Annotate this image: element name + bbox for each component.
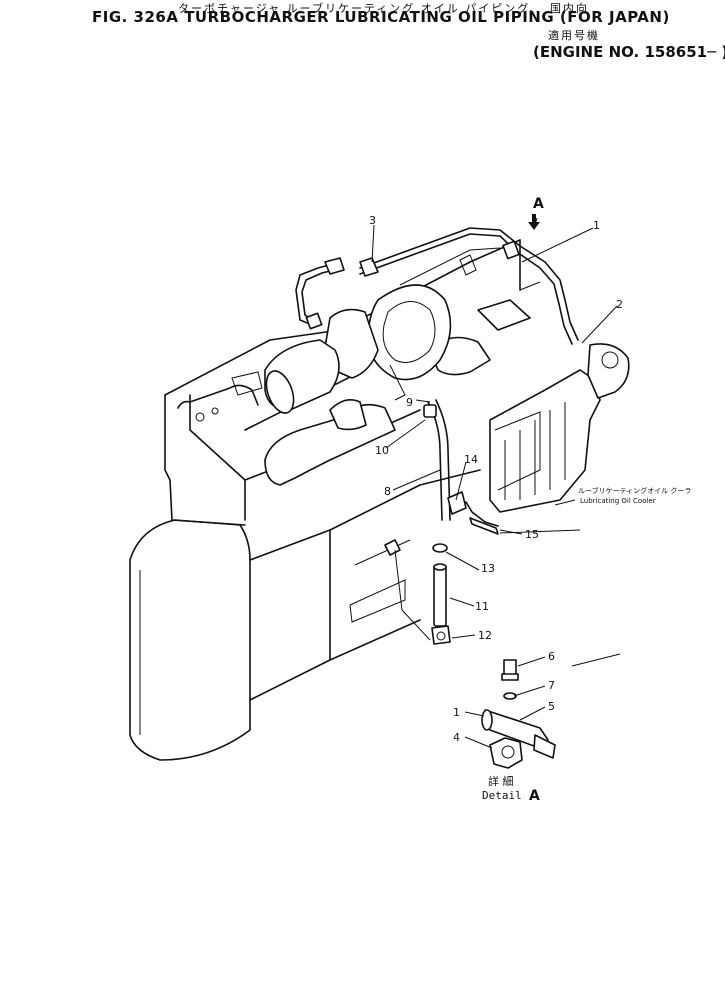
- oil-cooler-label-en: Lubricating Oil Cooler: [580, 497, 656, 505]
- figure-header: ターボチャージャ ルーブリケーティング オイル パイピング、 国内向 FIG. …: [0, 0, 725, 70]
- callout-7: 7: [548, 679, 555, 692]
- callout-4: 4: [453, 731, 460, 744]
- callout-1: 1: [593, 219, 600, 232]
- callout-12: 12: [478, 629, 492, 642]
- engine-number-range: (ENGINE NO. 158651─ ): [533, 43, 725, 61]
- callout-11: 11: [475, 600, 489, 613]
- oil-pipe-upper: [295, 227, 579, 345]
- turbocharger: [264, 247, 501, 414]
- view-a-arrow: [528, 214, 540, 230]
- connector-pipe-11: [384, 539, 451, 645]
- lubricating-oil-cooler: [477, 299, 630, 513]
- figure-title: FIG. 326A TURBOCHARGER LUBRICATING OIL P…: [92, 8, 670, 26]
- detail-caption-jp: 詳 細: [488, 774, 514, 788]
- applicable-serial-label: 適用号機: [548, 29, 600, 42]
- callout-3: 3: [369, 214, 376, 227]
- oil-cooler-label-jp: ルーブリケーティングオイル クーラ: [578, 486, 691, 495]
- callout-8: 8: [384, 485, 391, 498]
- callout-detail-1: 1: [453, 706, 460, 719]
- figure-title-japanese: ターボチャージャ ルーブリケーティング オイル パイピング、 国内向: [178, 2, 590, 15]
- callout-13: 13: [481, 562, 495, 575]
- leader-lines: [371, 217, 621, 749]
- callout-15: 15: [525, 528, 539, 541]
- callout-6: 6: [548, 650, 555, 663]
- callout-2: 2: [616, 298, 623, 311]
- detail-a-assembly: [481, 659, 556, 769]
- drain-pipe-8: [423, 399, 499, 535]
- detail-caption-en: Detail: [482, 789, 522, 802]
- callout-10: 10: [375, 444, 389, 457]
- callout-view-a: A: [533, 196, 544, 212]
- detail-caption-letter: A: [529, 788, 540, 804]
- callout-14: 14: [464, 453, 478, 466]
- callout-9: 9: [406, 396, 413, 409]
- callout-5: 5: [548, 700, 555, 713]
